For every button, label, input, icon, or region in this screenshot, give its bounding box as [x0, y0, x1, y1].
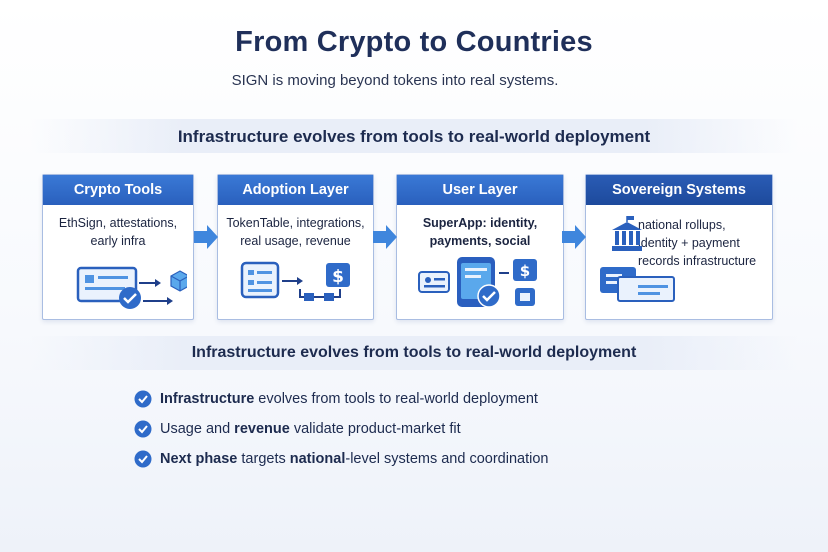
checklist-item: Usage and revenue validate product-marke…: [134, 414, 548, 444]
document-check-cube-icon: [76, 266, 187, 309]
checklist-bold-text: Next phase: [160, 451, 238, 467]
phone-identity-payment-icon: $: [418, 257, 537, 308]
stage-description-line: real usage, revenue: [240, 234, 351, 248]
stage-description: national rollups, identity + payment rec…: [586, 205, 772, 270]
bottom-banner-text: Infrastructure evolves from tools to rea…: [191, 344, 637, 361]
stage-description-line: payments, social: [429, 234, 531, 248]
stage-description-line: TokenTable, integrations,: [226, 216, 365, 230]
government-building-icon: [612, 216, 642, 251]
stage-title: Sovereign Systems: [586, 175, 772, 205]
stage-description: EthSign, attestations, early infra: [43, 205, 193, 250]
stage-description-line: records infrastructure: [638, 254, 757, 268]
checkmark-icon: [134, 390, 152, 408]
arrow-right-icon: [562, 225, 586, 249]
arrow-right-icon: [373, 225, 397, 249]
stage-card-sovereign-systems: Sovereign Systems national rollups, iden…: [585, 174, 773, 320]
arrow-right-icon: [194, 225, 218, 249]
records-document-icon: [600, 267, 675, 302]
checklist-item: Next phase targets national-level system…: [134, 444, 548, 474]
checklist-bold-text: Infrastructure: [160, 391, 255, 407]
checklist-text: evolves from tools to real-world deploym…: [254, 391, 538, 407]
stage-card-adoption-layer: Adoption Layer TokenTable, integrations,…: [217, 174, 374, 320]
stage-title: Adoption Layer: [218, 175, 373, 205]
checklist-bold-text: national: [289, 451, 346, 467]
stage-title: User Layer: [397, 175, 563, 205]
stage-description-line: national rollups,: [638, 218, 726, 232]
stage-description-line: EthSign, attestations,: [58, 216, 178, 230]
checklist-text: -level systems and coordination: [345, 451, 549, 467]
svg-text:$: $: [332, 267, 344, 287]
checklist-bold-text: revenue: [234, 421, 290, 437]
page-title: From Crypto to Countries: [235, 26, 593, 58]
stage-title: Crypto Tools: [43, 175, 193, 205]
top-banner-background: [30, 119, 798, 153]
dashboard-pipeline-dollar-icon: $: [240, 261, 350, 301]
bottom-banner-background: [30, 336, 798, 370]
checklist-text: validate product-market fit: [289, 421, 461, 437]
page-subtitle: SIGN is moving beyond tokens into real s…: [231, 72, 559, 89]
summary-checklist: Infrastructure evolves from tools to rea…: [134, 384, 548, 474]
checkmark-icon: [134, 420, 152, 438]
stage-card-user-layer: User Layer SuperApp: identity, payments,…: [396, 174, 564, 320]
checklist-text: targets: [237, 451, 290, 467]
stage-description-line: identity + payment: [638, 236, 740, 250]
checklist-item: Infrastructure evolves from tools to rea…: [134, 384, 548, 414]
stage-description: SuperApp: identity, payments, social: [397, 205, 563, 250]
checklist-text: Usage and: [160, 421, 235, 437]
stage-description: TokenTable, integrations, real usage, re…: [218, 205, 373, 250]
top-banner-text: Infrastructure evolves from tools to rea…: [177, 127, 651, 146]
checkmark-icon: [134, 450, 152, 468]
svg-text:$: $: [520, 262, 530, 280]
stage-card-crypto-tools: Crypto Tools EthSign, attestations, earl…: [42, 174, 194, 320]
stage-description-line: SuperApp: identity,: [422, 216, 538, 230]
stage-description-line: early infra: [90, 234, 146, 248]
